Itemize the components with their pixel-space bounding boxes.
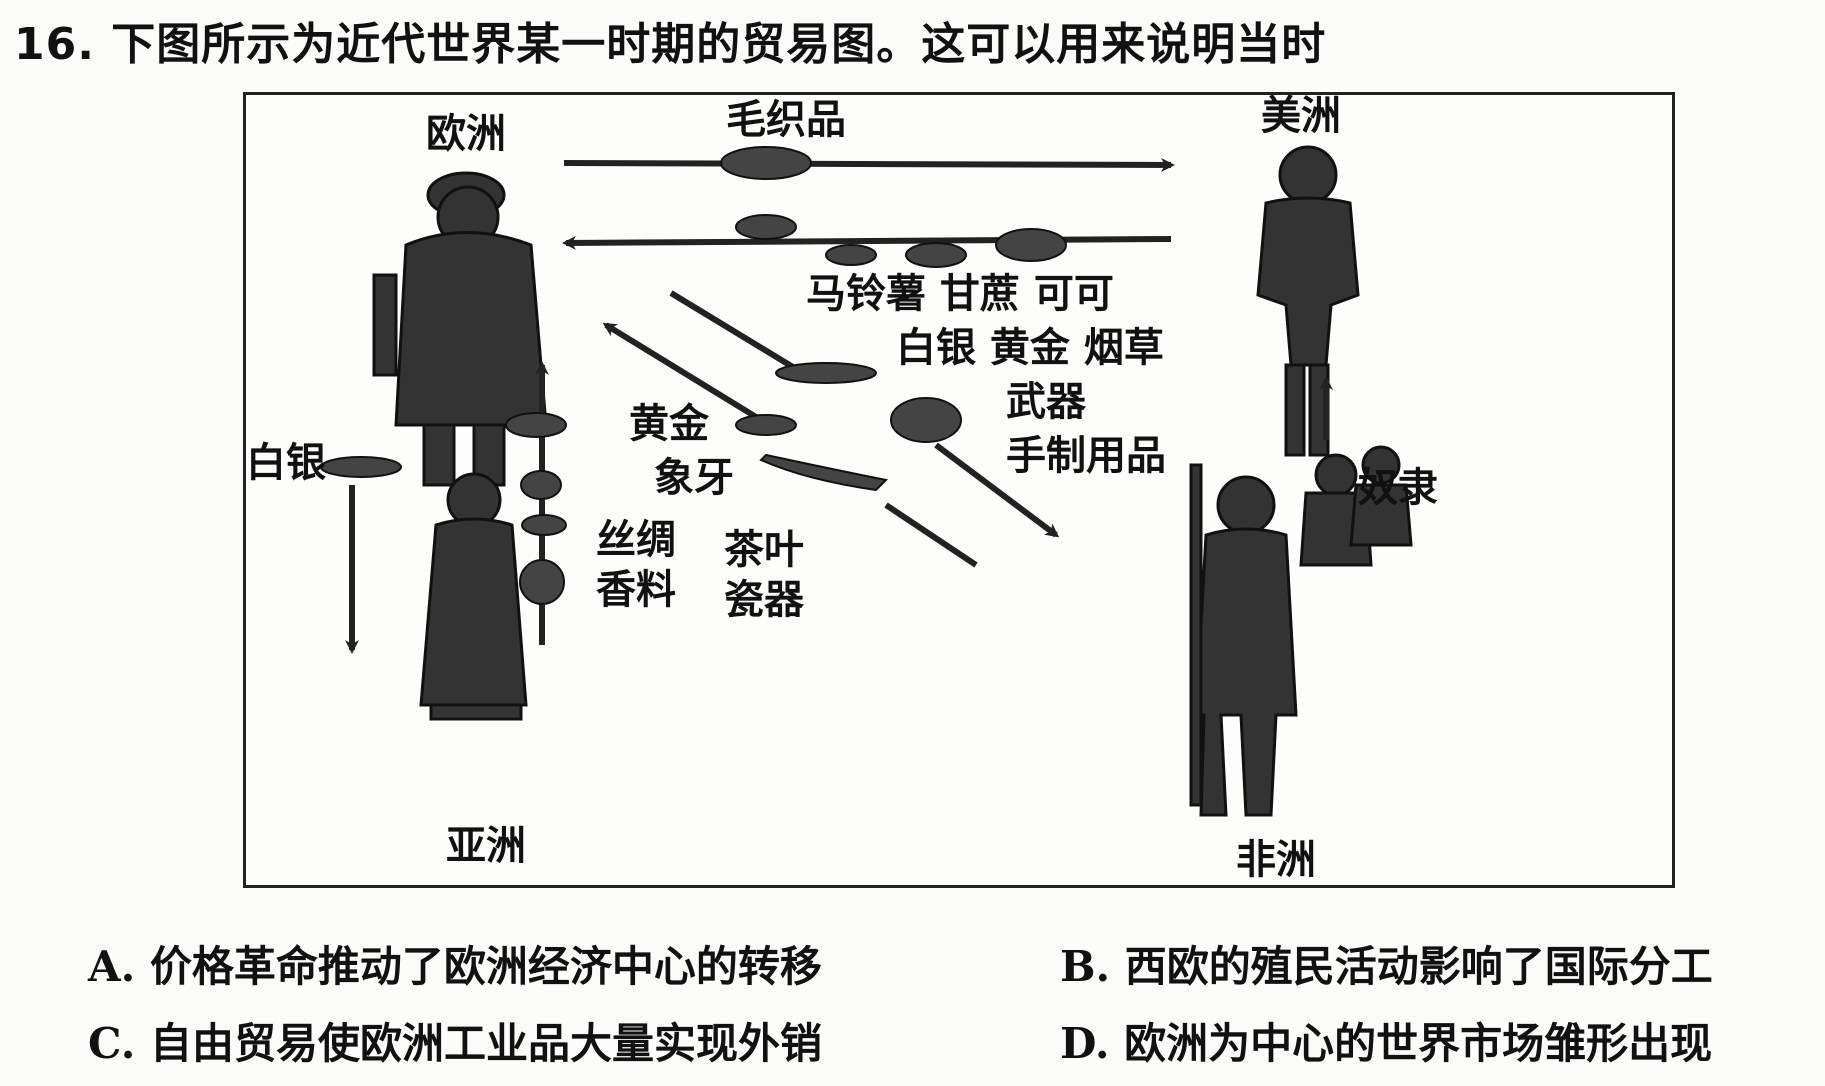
region-label-europe: 欧洲 — [426, 111, 506, 157]
arrow-europe-to-africa — [669, 290, 808, 378]
goods-label-silver-left: 白银 — [246, 440, 326, 486]
goods-label-wool: 毛织品 — [726, 97, 846, 143]
goods-label-porcelain: 瓷器 — [724, 577, 804, 623]
goods-label-weapons: 武器 — [1006, 379, 1086, 425]
region-label-asia: 亚洲 — [446, 823, 526, 869]
option-d[interactable]: D. 欧洲为中心的世界市场雏形出现 — [1060, 1010, 1712, 1071]
option-d-letter: D. — [1060, 1019, 1110, 1068]
goods-label-africa-gold: 黄金 — [629, 401, 709, 447]
goods-icons — [320, 146, 1067, 605]
arrow-africa-to-europe — [602, 322, 763, 423]
goods-label-ivory: 象牙 — [654, 455, 734, 501]
option-b[interactable]: B. 西欧的殖民活动影响了国际分工 — [1060, 933, 1713, 994]
region-label-africa: 非洲 — [1236, 837, 1316, 883]
arrow-africa-outward — [884, 502, 978, 568]
trade-illustration — [320, 145, 1413, 817]
goods-label-tea: 茶叶 — [724, 527, 804, 573]
goods-label-slaves: 奴隶 — [1358, 465, 1438, 511]
asia-figure-icon — [419, 472, 528, 721]
arrow-europe-to-america — [563, 157, 1175, 172]
option-b-letter: B. — [1060, 942, 1111, 991]
option-a[interactable]: A. 价格革命推动了欧洲经济中心的转移 — [88, 933, 822, 994]
arrow-america-to-europe — [562, 235, 1172, 250]
goods-label-silk: 丝绸 — [596, 517, 676, 563]
arrow-to-africa — [934, 442, 1060, 538]
goods-label-americas-metals: 白银 黄金 烟草 — [896, 325, 1164, 371]
option-b-text: 西欧的殖民活动影响了国际分工 — [1124, 942, 1713, 991]
america-figure-icon — [1256, 145, 1360, 457]
option-c[interactable]: C. 自由贸易使欧洲工业品大量实现外销 — [88, 1010, 822, 1071]
option-a-text: 价格革命推动了欧洲经济中心的转移 — [149, 942, 822, 991]
option-d-text: 欧洲为中心的世界市场雏形出现 — [1124, 1019, 1713, 1068]
region-label-america: 美洲 — [1261, 93, 1341, 139]
goods-label-americas-crops: 马铃薯 甘蔗 可可 — [806, 271, 1114, 317]
option-a-letter: A. — [88, 942, 136, 991]
goods-label-handmade: 手制用品 — [1006, 433, 1166, 479]
goods-label-spice: 香料 — [596, 567, 676, 613]
question-title: 16. 下图所示为近代世界某一时期的贸易图。这可以用来说明当时 — [14, 19, 1327, 70]
europe-figure-icon — [372, 171, 548, 487]
trade-map-figure: 欧洲 美洲 亚洲 非洲 毛织品 马铃薯 甘蔗 可可 白银 黄金 烟草 武器 手制… — [243, 92, 1675, 888]
option-c-letter: C. — [88, 1019, 136, 1068]
africa-figure-icon — [1189, 445, 1413, 817]
option-c-text: 自由贸易使欧洲工业品大量实现外销 — [149, 1019, 822, 1068]
